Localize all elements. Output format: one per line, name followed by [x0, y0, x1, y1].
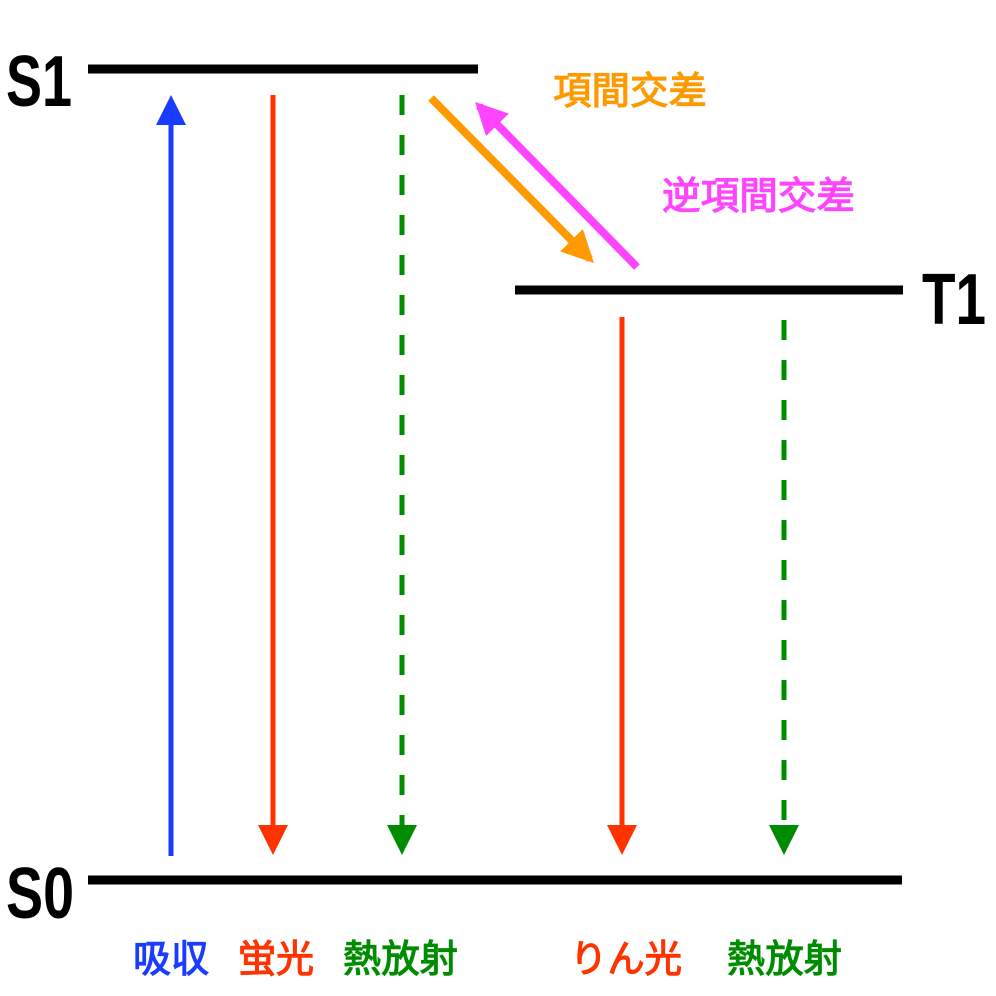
phosphorescence-label: りん光: [570, 937, 682, 981]
risc-arrow: [475, 102, 640, 270]
t1-label: T1: [922, 260, 986, 340]
isc-label: 項間交差: [553, 69, 707, 113]
heat-s1-label: 熱放射: [343, 937, 458, 981]
fluorescence-label: 蛍光: [238, 937, 314, 981]
isc-arrow: [428, 95, 594, 263]
heat-t1-label: 熱放射: [727, 937, 842, 981]
s0-label: S0: [6, 854, 74, 934]
absorption-label: 吸収: [133, 937, 209, 981]
risc-label: 逆項間交差: [662, 174, 855, 218]
s1-label: S1: [6, 42, 72, 122]
